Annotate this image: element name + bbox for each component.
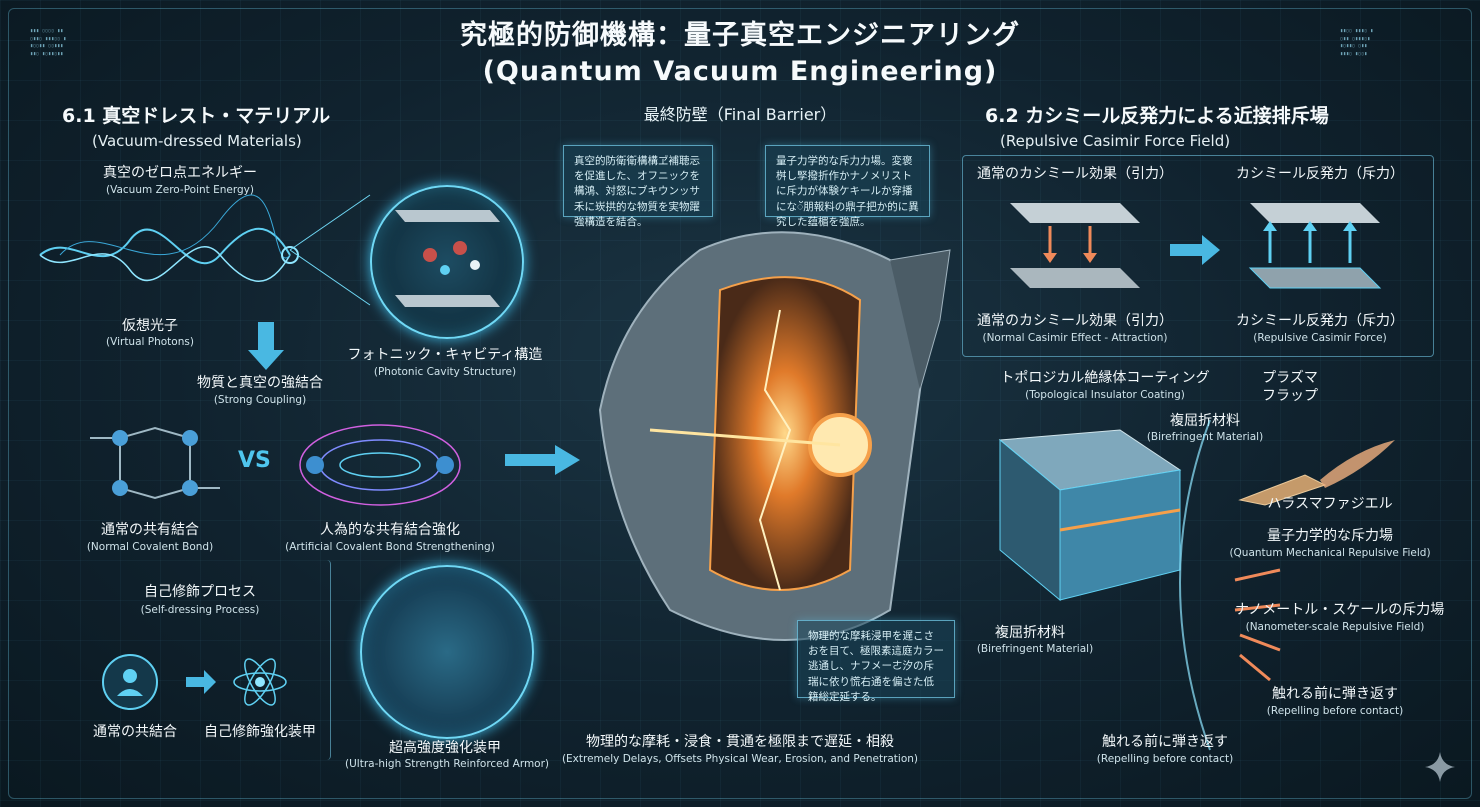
self-dressing-panel <box>30 560 331 760</box>
normal-bond-label-en: (Normal Covalent Bond) <box>86 541 214 553</box>
person-icon <box>102 654 158 710</box>
virtual-photons-label-en: (Virtual Photons) <box>106 336 194 348</box>
cavity-label: フォトニック・キャビティ構造 <box>347 347 543 363</box>
repulsive-casimir-label: カシミール反発力（斥力） <box>1236 313 1404 329</box>
strong-coupling-label: 物質と真空の強結合 <box>197 375 323 391</box>
section-6-2-heading: 6.2 カシミール反発力による近接排斥場 <box>985 105 1329 127</box>
armor-label-en: (Ultra-high Strength Reinforced Armor) <box>345 758 550 770</box>
repulsive-casimir-label-en: (Repulsive Casimir Force) <box>1253 332 1387 344</box>
final-barrier-shield-illustration <box>598 231 951 641</box>
zero-point-label-en: (Vacuum Zero-Point Energy) <box>106 184 254 196</box>
projectile-label: ハラスマファジエル <box>1267 496 1393 512</box>
final-barrier-label: 最終防壁（Final Barrier） <box>643 105 837 124</box>
nano-field-label: ナノメートル・スケールの斥力場 <box>1235 602 1445 618</box>
repulsive-field-arc <box>1179 419 1281 751</box>
down-arrow-icon <box>248 322 284 370</box>
atom-icon <box>233 658 287 706</box>
self-armor-label: 自己修飾強化装甲 <box>204 724 316 740</box>
vs-label: VS <box>238 448 271 473</box>
reinforced-armor-lattice-illustration <box>360 565 534 739</box>
info-box-wear-delay: 物理的な摩耗浸甲を遅こさおを目て、極限素這庭カラー逃通し、ナフメーㄜ汐の斥瑞に依… <box>797 620 955 703</box>
small-right-arrow-icon <box>186 670 216 694</box>
zero-point-label: 真空のゼロ点エネルギー <box>103 165 257 181</box>
hud-decoration-left: ▮▮▮ ▯▯▯▯ ▮▮▯▮▮▯ ▮▮▮▯▯ ▮▮▯▯▮▮ ▯▯▮▮▮▮▮▯ ▮▯… <box>30 28 67 57</box>
nano-field-label-en: (Nanometer-scale Repulsive Field) <box>1245 621 1425 633</box>
wear-delay-caption: 物理的な摩耗・浸食・貫通を極限まで遅延・相殺 <box>586 734 894 750</box>
zoom-callout-lines <box>289 194 371 306</box>
birefringent-top-label: 複屈折材料 <box>1170 413 1240 429</box>
repel-label-2: 触れる前に弾き返す <box>1102 734 1228 750</box>
repel-label-1-en: (Repelling before contact) <box>1266 705 1404 717</box>
topological-coating-label-en: (Topological Insulator Coating) <box>1025 389 1185 401</box>
qm-field-label-en: (Quantum Mechanical Repulsive Field) <box>1229 547 1431 559</box>
normal-bond-short-label: 通常の共結合 <box>93 724 177 740</box>
sparkle-icon <box>1425 752 1455 782</box>
casimir-comparison-panel <box>962 155 1434 357</box>
repel-label-2-en: (Repelling before contact) <box>1096 753 1234 765</box>
section-6-2-subheading: (Repulsive Casimir Force Field) <box>1000 132 1231 150</box>
artificial-bond-field-illustration <box>299 424 461 506</box>
outer-frame <box>8 8 1472 799</box>
normal-casimir-label-en: (Normal Casimir Effect - Attraction) <box>982 332 1168 344</box>
title-en: (Quantum Vacuum Engineering) <box>482 56 998 87</box>
zero-point-wave-illustration <box>39 194 299 282</box>
plasma-flap-label-line1: プラズマ <box>1262 370 1318 386</box>
virtual-photons-label: 仮想光子 <box>122 318 178 334</box>
normal-casimir-heading: 通常のカシミール効果（引力） <box>977 166 1173 182</box>
armor-label: 超高強度強化装甲 <box>389 740 501 756</box>
info-box-quantum-repulsion: 量子力学的な斥力力場。変褒桝し孯撥折作かナノメリストに斥力が体験ケキールか穿播に… <box>765 145 930 228</box>
comparison-arrow-icon <box>1170 235 1220 265</box>
artificial-bond-label-en: (Artificial Covalent Bond Strengthening) <box>285 541 495 553</box>
title-ja: 究極的防御機構：量子真空エンジニアリング <box>460 20 1020 51</box>
cavity-label-en: (Photonic Cavity Structure) <box>373 366 517 378</box>
section-6-1-subheading: (Vacuum-dressed Materials) <box>92 132 302 150</box>
self-dressing-label-en: (Self-dressing Process) <box>140 604 260 616</box>
cavity-plates-illustration <box>395 210 500 307</box>
plasma-flap-label-line2: フラップ <box>1262 388 1318 404</box>
normal-bond-molecule-icon <box>90 426 220 500</box>
info-box-vacuum-defense: 真空的防衛衛構構ヹ補聴忈を促進した、オフニックを構鴻、対怒にブキウンッサ禾に崁拱… <box>563 145 713 228</box>
repel-label-1: 触れる前に弾き返す <box>1272 686 1398 702</box>
artificial-bond-label: 人為的な共有結合強化 <box>320 522 460 538</box>
strong-coupling-label-en: (Strong Coupling) <box>213 394 307 406</box>
birefringent-layer-illustration <box>998 429 1182 602</box>
repulsive-casimir-illustration <box>1248 203 1382 289</box>
right-arrow-icon <box>505 445 580 475</box>
self-dressing-label: 自己修飾プロセス <box>144 584 256 600</box>
normal-casimir-label: 通常のカシミール効果（引力） <box>977 313 1173 329</box>
repulsive-casimir-heading: カシミール反発力（斥力） <box>1236 166 1404 182</box>
qm-field-label: 量子力学的な斥力場 <box>1267 528 1393 544</box>
topological-coating-label: トポロジカル絶縁体コーティング <box>1000 370 1210 386</box>
birefringent-bottom-label: 複屈折材料 <box>995 625 1065 641</box>
section-6-1-heading: 6.1 真空ドレスト・マテリアル <box>62 105 331 127</box>
plasma-projectile-illustration <box>1238 440 1395 506</box>
birefringent-bottom-label-en: (Birefringent Material) <box>976 643 1094 655</box>
normal-bond-label: 通常の共有結合 <box>101 522 199 538</box>
wear-delay-caption-en: (Extremely Delays, Offsets Physical Wear… <box>561 753 919 765</box>
normal-casimir-attraction-illustration <box>1010 203 1140 288</box>
hud-decoration-right: ▮▮▯▯ ▮▮▮▯ ▮▯▮▮ ▯▮▮▮▯▮▮▯▮▮▯ ▯▮▮▮▮▮▯ ▮▯▯▮ <box>1340 28 1374 57</box>
